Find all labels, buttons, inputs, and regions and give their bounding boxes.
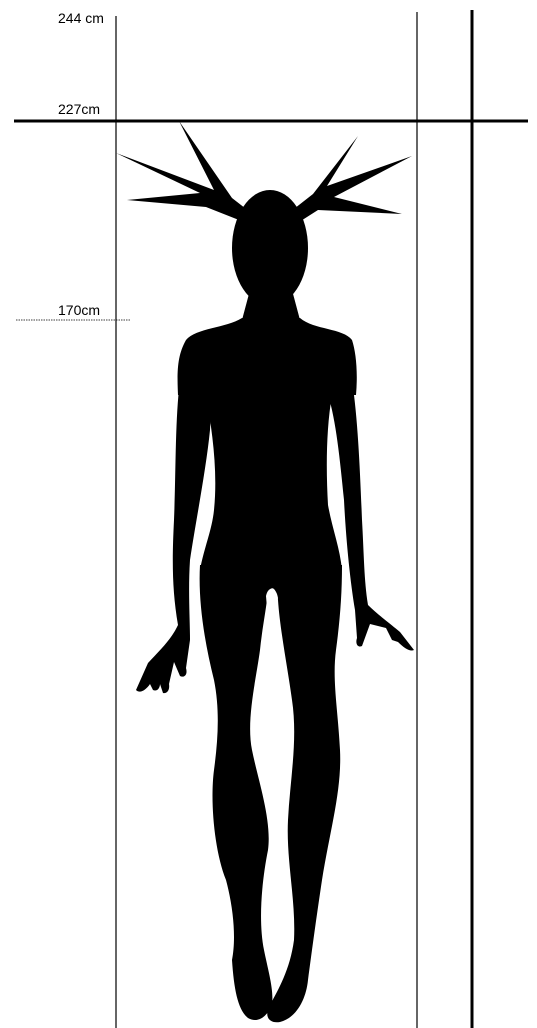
figure-silhouette-icon (116, 121, 414, 1022)
legs-icon (200, 565, 342, 1022)
crotch-gap-icon (266, 589, 278, 620)
right-arm-icon (328, 380, 414, 651)
right-horn-icon (290, 136, 412, 224)
neck-icon (242, 290, 300, 320)
left-arm-icon (136, 380, 212, 693)
height-label-227: 227cm (58, 101, 100, 117)
height-label-170: 170cm (58, 302, 100, 318)
height-label-244: 244 cm (58, 10, 104, 26)
head-icon (232, 190, 308, 306)
left-horn-icon (116, 121, 250, 222)
